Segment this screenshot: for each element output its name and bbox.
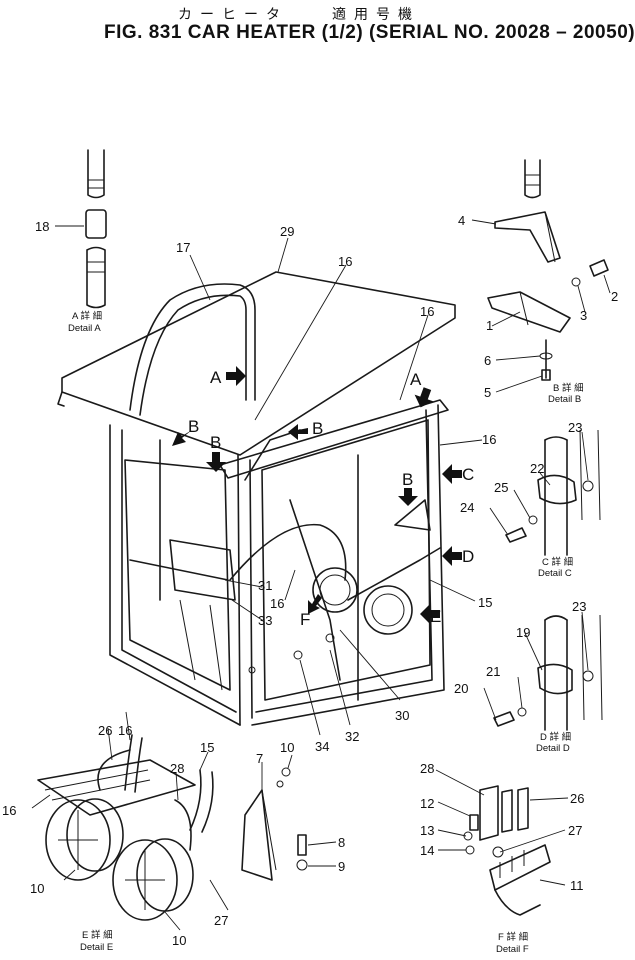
detail-f-drawing — [463, 785, 551, 916]
callout-16-e: 16 — [118, 723, 132, 738]
callout-1: 1 — [486, 318, 493, 333]
callout-18: 18 — [35, 219, 49, 234]
detail-a-drawing — [85, 149, 107, 309]
cab-frame-drawing — [57, 271, 456, 726]
callout-24: 24 — [460, 500, 474, 515]
detail-b-jp: B 詳 細 — [553, 382, 584, 394]
callout-3: 3 — [580, 308, 587, 323]
detail-c-en: Detail C — [538, 568, 572, 579]
detail-c-jp: C 詳 細 — [542, 556, 573, 568]
callout-23-b: 23 — [572, 599, 586, 614]
callout-20: 20 — [454, 681, 468, 696]
callout-16-a: 16 — [338, 254, 352, 269]
callout-16-d: 16 — [270, 596, 284, 611]
callout-12: 12 — [420, 796, 434, 811]
view-letter-d: D — [462, 547, 474, 566]
callout-28-a: 28 — [170, 761, 184, 776]
callout-11: 11 — [570, 878, 584, 893]
view-arrows — [172, 366, 462, 624]
detail-e-jp: E 詳 細 — [82, 929, 113, 941]
view-letter-a-1: A — [210, 368, 222, 387]
callout-32: 32 — [345, 729, 359, 744]
detail-d-en: Detail D — [536, 743, 570, 754]
callout-17: 17 — [176, 240, 190, 255]
callout-15-a: 15 — [478, 595, 492, 610]
callout-27-b: 27 — [568, 823, 582, 838]
view-letter-b-4: B — [402, 470, 413, 489]
detail-e-drawing — [37, 734, 214, 921]
callout-16-c: 16 — [482, 432, 496, 447]
callout-16-b: 16 — [420, 304, 434, 319]
callout-30: 30 — [395, 708, 409, 723]
callout-10-b: 10 — [172, 933, 186, 948]
callout-22: 22 — [530, 461, 544, 476]
view-letter-a-2: A — [410, 370, 422, 389]
callout-34: 34 — [315, 739, 329, 754]
view-letters: A A B B B B C D E F — [188, 368, 474, 629]
parts-diagram: A 詳 細 Detail A — [2, 149, 618, 955]
bracket-drawing — [241, 767, 308, 881]
detail-b-en: Detail B — [548, 394, 581, 405]
callout-8: 8 — [338, 835, 345, 850]
callout-14: 14 — [420, 843, 434, 858]
callout-21: 21 — [486, 664, 500, 679]
title-japanese: カーヒータ 適用号機 — [178, 6, 420, 22]
detail-b-drawing — [487, 159, 609, 381]
callout-26-a: 26 — [98, 723, 112, 738]
callout-7: 7 — [256, 751, 263, 766]
view-letter-e: E — [430, 607, 441, 626]
view-letter-f: F — [300, 610, 310, 629]
detail-c-drawing — [505, 429, 601, 556]
callout-numbers: 1 2 3 4 5 6 7 8 9 10 10 10 11 12 13 14 1… — [2, 213, 618, 948]
callout-2: 2 — [611, 289, 618, 304]
callout-28-b: 28 — [420, 761, 434, 776]
callout-10-a: 10 — [30, 881, 44, 896]
callout-25: 25 — [494, 480, 508, 495]
view-letter-c: C — [462, 465, 474, 484]
view-letter-b-2: B — [210, 433, 221, 452]
callout-5: 5 — [484, 385, 491, 400]
leader-lines — [31, 219, 611, 931]
detail-f-en: Detail F — [496, 944, 529, 955]
callout-16-f: 16 — [2, 803, 16, 818]
callout-9: 9 — [338, 859, 345, 874]
detail-e-en: Detail E — [80, 942, 113, 953]
detail-d-drawing — [493, 614, 603, 731]
callout-19: 19 — [516, 625, 530, 640]
view-letter-b-3: B — [312, 419, 323, 438]
figure-title: FIG. 831 CAR HEATER (1/2) (SERIAL NO. 20… — [104, 22, 635, 43]
detail-a-jp: A 詳 細 — [72, 310, 102, 322]
view-letter-b-1: B — [188, 417, 199, 436]
detail-a-en: Detail A — [68, 323, 101, 334]
callout-4: 4 — [458, 213, 465, 228]
callout-26-b: 26 — [570, 791, 584, 806]
callout-6: 6 — [484, 353, 491, 368]
detail-f-jp: F 詳 細 — [498, 931, 528, 943]
detail-d-jp: D 詳 細 — [540, 731, 571, 743]
callout-31: 31 — [258, 578, 272, 593]
callout-23-a: 23 — [568, 420, 582, 435]
callout-15-b: 15 — [200, 740, 214, 755]
callout-13: 13 — [420, 823, 434, 838]
callout-27-a: 27 — [214, 913, 228, 928]
callout-33: 33 — [258, 613, 272, 628]
callout-10-c: 10 — [280, 740, 294, 755]
callout-29: 29 — [280, 224, 294, 239]
